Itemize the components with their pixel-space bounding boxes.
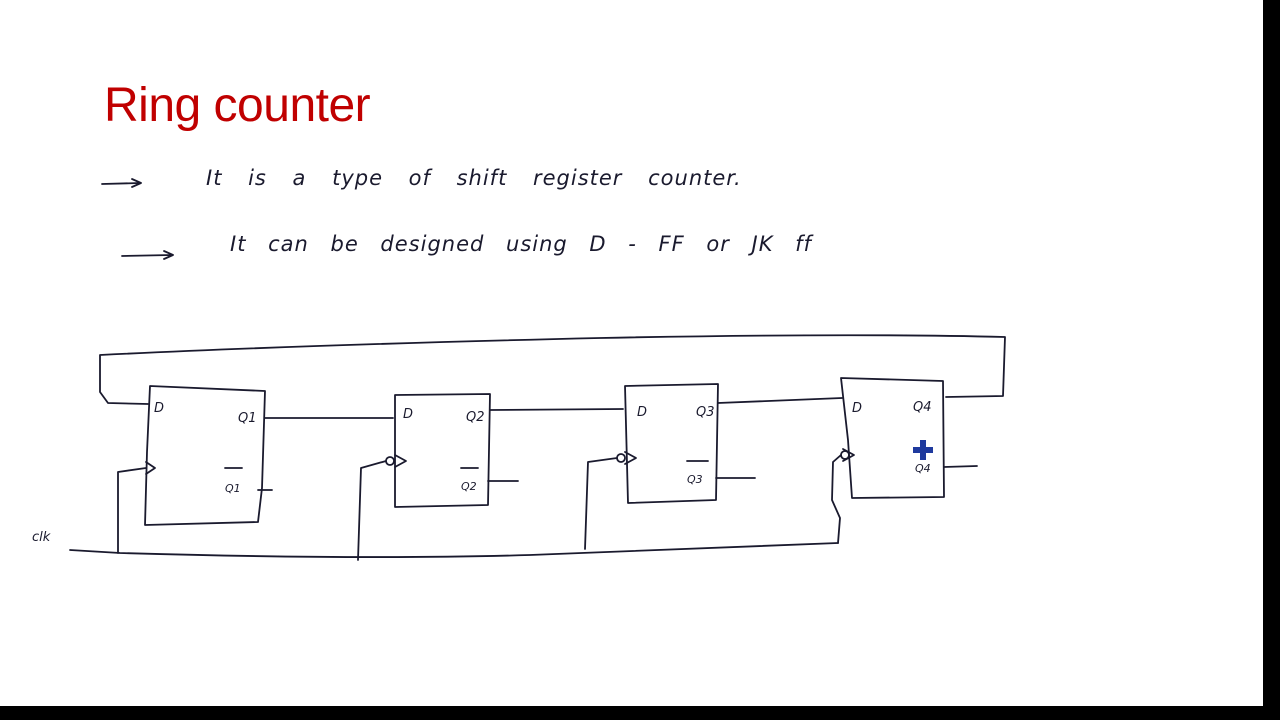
q2-to-d3-wire [489,408,624,411]
frame-border [0,706,1280,720]
clock-triangle [145,461,156,475]
clock-triangle [394,454,407,468]
clock-triangle [624,451,637,465]
arrow-right-icon [121,250,174,260]
clock-bus [69,542,839,558]
d-input-label: D [852,401,862,416]
q-output-label: Q4 [913,400,932,415]
q-output-label: Q3 [696,405,715,420]
bullet-item-2: It can be designed using D - FF or JK ff [230,232,812,256]
flip-flop-1-box [144,385,266,526]
ring-counter-diagram: D Q1 Q1 D Q2 Q2 D Q3 Q3 [32,178,1006,561]
q-bar-output-label: Q2 [461,480,477,493]
flip-flop-2: D Q2 Q2 [385,393,491,508]
flip-flop-4-box [840,377,945,499]
frame-border [1263,0,1280,720]
q-bar-output-label: Q1 [225,482,241,495]
q-output-label: Q2 [466,410,485,425]
d-input-label: D [637,405,647,420]
q3-to-d4-wire [717,397,843,404]
bullet-item-1: It is a type of shift register counter. [206,166,742,190]
d-input-label: D [403,407,413,422]
flip-flop-3-box [624,383,719,504]
q-output-label: Q1 [238,411,257,426]
feedback-wire [99,334,1006,405]
pen-cursor-icon [913,440,933,460]
clock-label: clk [32,530,51,545]
q-bar-output-label: Q4 [915,462,931,475]
slide: Ring counter It is a type of shift regis… [0,0,1263,706]
flip-flop-4: D Q4 Q4 [840,377,945,499]
arrow-right-icon [101,178,142,188]
flip-flop-1: D Q1 Q1 [144,385,266,526]
d-input-label: D [154,401,164,416]
page-title: Ring counter [104,79,371,132]
q-bar-output-label: Q3 [687,473,703,486]
flip-flop-2-box [394,393,491,508]
flip-flop-3: D Q3 Q3 [616,383,719,504]
